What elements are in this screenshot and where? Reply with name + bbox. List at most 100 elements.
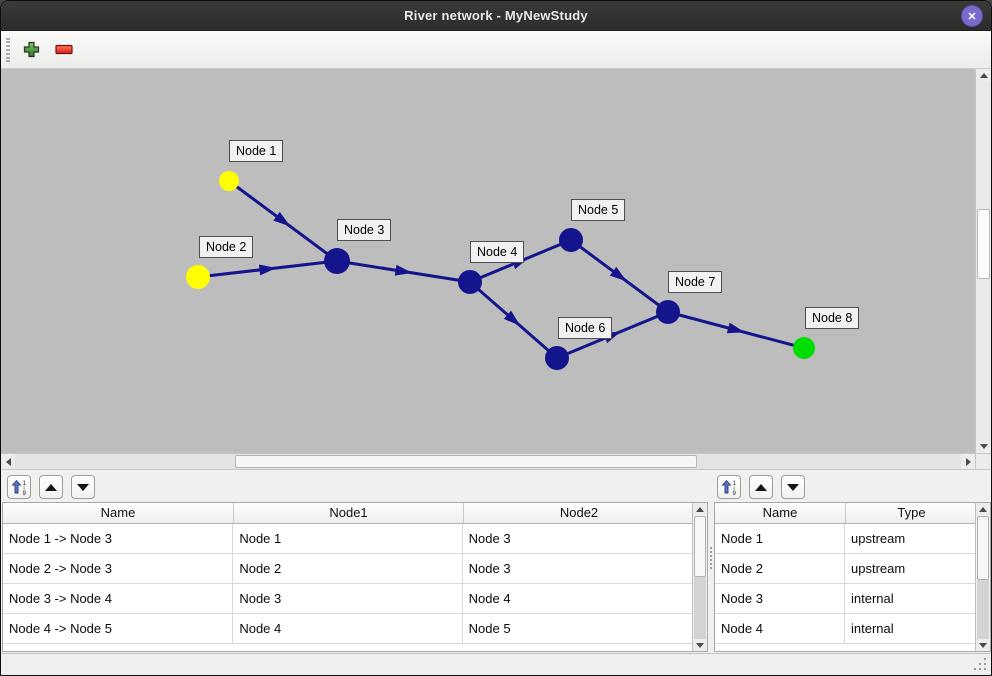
scroll-right-button[interactable] [961,454,975,469]
node-label[interactable]: Node 4 [470,241,525,263]
node-table-header: Name Type [715,503,990,524]
vertical-splitter-handle[interactable] [710,547,712,549]
scroll-left-button[interactable] [1,454,15,469]
main-toolbar [1,31,991,69]
edge-arrow-icon [609,266,627,282]
node-label[interactable]: Node 6 [558,317,613,339]
edge-arrow-icon [503,310,521,326]
table-cell: Node 2 -> Node 3 [3,554,234,583]
scrollbar-corner [975,453,991,469]
table-cell: Node 1 [715,524,845,553]
move-reach-down-button[interactable] [71,475,95,499]
sort-ascending-icon: 1 9 [720,479,736,496]
svg-text:9: 9 [732,491,736,496]
table-scroll-trough[interactable] [977,580,989,640]
arrow-left-icon [5,457,11,466]
river-node-node-4[interactable] [458,270,482,294]
column-header-node1[interactable]: Node1 [234,503,464,523]
minus-icon [55,44,73,55]
table-cell: Node 3 [715,584,845,613]
table-cell: Node 3 [468,561,511,576]
river-node-node-6[interactable] [545,346,569,370]
column-header-name[interactable]: Name [715,503,846,523]
scroll-down-button[interactable] [976,639,990,651]
remove-node-button[interactable] [51,37,77,63]
scroll-up-button[interactable] [976,503,990,515]
river-network-svg [186,171,815,370]
edge-arrow-icon [258,264,277,276]
scroll-up-button[interactable] [693,503,707,515]
plus-icon [23,41,39,58]
vertical-scroll-thumb[interactable] [977,209,990,279]
river-node-node-7[interactable] [656,300,680,324]
edge-arrow-icon [394,264,413,276]
statusbar [1,653,991,675]
river-node-node-1[interactable] [219,171,239,191]
table-row[interactable]: Node 1 upstream [715,524,975,554]
add-node-button[interactable] [18,37,44,63]
scroll-down-button[interactable] [976,440,991,453]
node-label[interactable]: Node 8 [805,307,860,329]
table-row[interactable]: Node 3 internal [715,584,975,614]
table-cell: upstream [851,561,906,576]
table-scroll-trough[interactable] [694,577,706,640]
column-header-node2[interactable]: Node2 [559,505,599,520]
table-cell: Node 4 [468,591,511,606]
table-cell: Node 2 [233,554,463,583]
canvas-vertical-scrollbar[interactable] [975,69,991,453]
table-row[interactable]: Node 2 upstream [715,554,975,584]
table-cell: Node 2 [715,554,845,583]
node-label[interactable]: Node 1 [229,140,284,162]
edge-arrow-icon [273,211,291,227]
arrow-down-icon [787,483,799,491]
river-node-node-5[interactable] [559,228,583,252]
table-cell: internal [851,591,894,606]
arrow-up-icon [45,483,57,491]
table-cell: Node 5 [468,621,511,636]
table-cell: upstream [851,531,906,546]
table-cell: Node 1 -> Node 3 [3,524,234,553]
titlebar: River network - MyNewStudy ✕ [1,1,991,31]
node-label[interactable]: Node 3 [337,219,392,241]
canvas-horizontal-scrollbar[interactable] [1,453,975,469]
river-node-node-3[interactable] [324,248,350,274]
arrow-up-icon [979,73,988,78]
scroll-up-button[interactable] [976,69,991,82]
move-node-down-button[interactable] [781,475,805,499]
horizontal-scroll-thumb[interactable] [235,455,697,468]
sort-reaches-button[interactable]: 1 9 [7,475,31,499]
move-reach-up-button[interactable] [39,475,63,499]
svg-text:1: 1 [22,481,26,487]
arrow-down-icon [979,642,987,648]
column-header-type[interactable]: Type [897,505,926,520]
table-scroll-thumb[interactable] [694,516,706,577]
sort-ascending-icon: 1 9 [10,479,26,496]
table-scroll-thumb[interactable] [977,516,989,580]
move-node-up-button[interactable] [749,475,773,499]
scroll-down-button[interactable] [693,639,707,651]
node-label[interactable]: Node 2 [199,236,254,258]
resize-grip[interactable] [974,658,987,671]
column-header-name[interactable]: Name [3,503,234,523]
river-node-node-2[interactable] [186,265,210,289]
table-cell: Node 4 -> Node 5 [3,614,234,643]
node-label[interactable]: Node 5 [571,199,626,221]
toolbar-drag-handle[interactable] [6,37,10,62]
reach-table-scrollbar[interactable] [692,503,707,651]
close-button[interactable]: ✕ [961,5,983,27]
river-node-node-8[interactable] [793,337,815,359]
close-icon: ✕ [967,10,977,23]
node-label[interactable]: Node 7 [668,271,723,293]
node-table-scrollbar[interactable] [975,503,990,651]
river-network-canvas[interactable]: Node 1 Node 2 Node 3 Node 4 Node 5 Node 6 Node… [1,69,975,453]
svg-text:1: 1 [732,481,736,487]
sort-nodes-button[interactable]: 1 9 [717,475,741,499]
